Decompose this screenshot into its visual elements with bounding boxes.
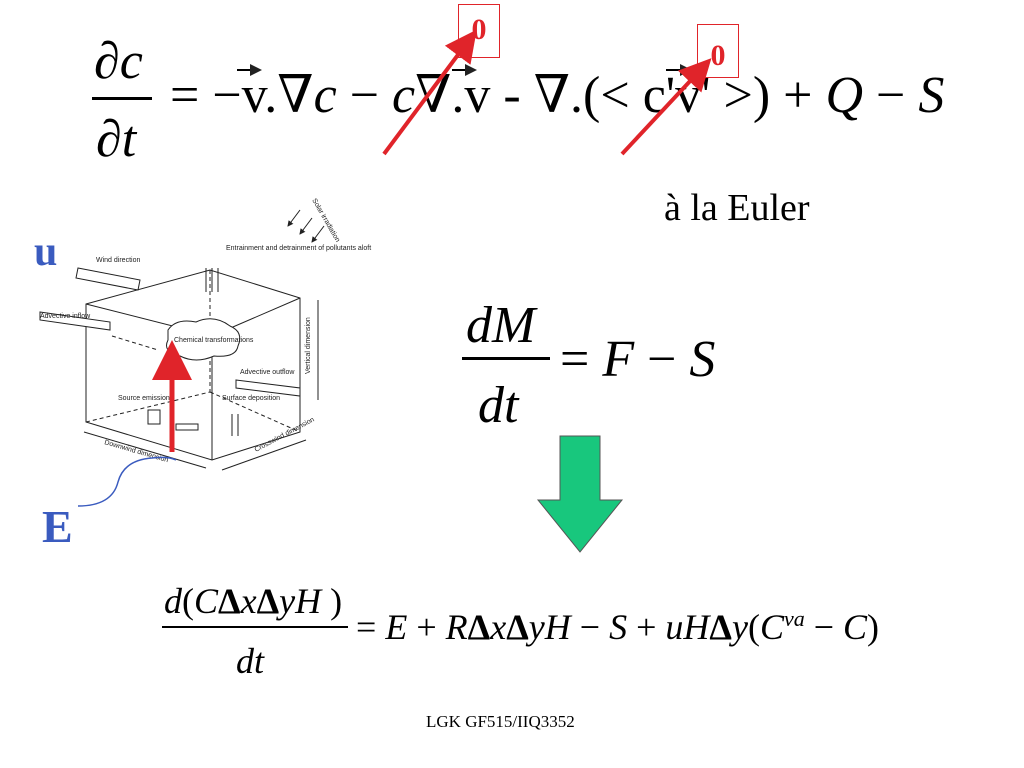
eq1-term-c1: c xyxy=(313,67,337,124)
eq3-dy2: Δ xyxy=(709,607,732,647)
eq1-term-v2: v xyxy=(464,67,491,124)
label-chemical: Chemical transformations xyxy=(174,337,254,344)
eq2-denominator: dt xyxy=(478,377,519,434)
eq2-minus: − xyxy=(634,331,690,388)
euler-label: à la Euler xyxy=(664,187,810,229)
eq3-sup-va: va xyxy=(783,606,805,631)
eq3-delta1: Δ xyxy=(218,581,241,621)
red-cancel-arrow-1 xyxy=(382,29,477,156)
label-solar: Solar irradiation xyxy=(310,198,341,244)
eq3-minus: − xyxy=(570,607,610,647)
blue-pointer-curve xyxy=(77,456,177,507)
label-entrainment: Entrainment and detrainment of pollutant… xyxy=(226,245,371,252)
eq2-numerator: dM xyxy=(466,297,536,354)
eq1-term-eq: = − xyxy=(170,67,242,124)
zero-mark-2: 0 xyxy=(697,24,739,78)
eq2-eq: = xyxy=(560,331,603,388)
eq1-term-c2: c xyxy=(392,67,416,124)
eq2-F: F xyxy=(602,331,635,388)
eq3-y: y xyxy=(279,581,296,621)
eq3-E: E xyxy=(385,607,408,647)
eq3-eq: = xyxy=(356,607,386,647)
label-advective-outflow: Advective outflow xyxy=(240,369,295,376)
eq1-lhs-denominator: ∂t xyxy=(96,111,137,168)
eq3-paren: ( xyxy=(747,607,760,647)
eq3-plus1: + xyxy=(407,607,446,647)
green-down-arrow xyxy=(536,435,624,553)
label-wind: Wind direction xyxy=(96,257,140,264)
label-vertical: Vertical dimension xyxy=(305,317,312,374)
eq3-close: ) xyxy=(321,581,343,621)
label-downwind: Downwind dimension xyxy=(103,439,169,464)
eq3-plus2: + xyxy=(627,607,666,647)
label-advective-inflow: Advective inflow xyxy=(40,313,91,320)
eq3-rdy: Δ xyxy=(506,607,529,647)
eq3-minusC: − xyxy=(804,607,844,647)
eq3-rx: x xyxy=(490,607,507,647)
eq3-C: C xyxy=(194,581,219,621)
eq3-y2: y xyxy=(731,607,748,647)
eq1-term-nabla: .∇ xyxy=(264,67,314,124)
eq1-term-Q: Q xyxy=(825,67,864,124)
eq1-term-flux: - ∇.(< c' xyxy=(490,67,676,124)
eq3-d: d xyxy=(164,581,182,621)
eq3-C2: C xyxy=(843,607,868,647)
eq3-R: R xyxy=(445,607,468,647)
eq3-S: S xyxy=(609,607,628,647)
eq3-denominator: dt xyxy=(236,641,265,681)
eq1-term-v1: v xyxy=(241,67,265,124)
eq1-term-minus2: − xyxy=(863,67,919,124)
eq3-uH: uH xyxy=(665,607,710,647)
eq2-S: S xyxy=(689,331,716,388)
eq1-term-minus: − xyxy=(336,67,393,124)
label-u: u xyxy=(34,229,58,275)
eq3-numerator: d(CΔxΔyH ) xyxy=(164,580,342,622)
eq1-rhs: = −v.∇c − c∇.v - ∇.(< c'v' >) + Q − S xyxy=(170,66,944,126)
eq3-yH: yH xyxy=(528,607,571,647)
eq3-rdx: Δ xyxy=(467,607,491,647)
eq3-open: ( xyxy=(182,581,194,621)
eq3-delta2: Δ xyxy=(256,581,280,621)
label-surface: Surface deposition xyxy=(222,395,280,402)
label-crosswind: Crosswind dimension xyxy=(254,416,316,453)
eq3-C1: C xyxy=(759,607,784,647)
eq3-H: H xyxy=(295,581,322,621)
eq1-fraction-line xyxy=(92,97,152,100)
eq3-fraction-line xyxy=(162,626,348,628)
footer-text: LGK GF515/IIQ3352 xyxy=(426,712,575,731)
label-source: Source emissions xyxy=(118,395,174,402)
eq3-x: x xyxy=(240,581,257,621)
eq2-rhs: = F − S xyxy=(560,330,715,389)
red-cancel-arrow-2 xyxy=(620,58,712,156)
label-E: E xyxy=(42,501,73,552)
eq3-rhs: = E + RΔxΔyH − S + uHΔy(Cva − C) xyxy=(356,606,879,648)
eq1-lhs-numerator: ∂c xyxy=(94,33,143,90)
eq1-term-S: S xyxy=(918,67,945,124)
eq3-closep: ) xyxy=(867,607,880,647)
eq2-fraction-line xyxy=(462,357,550,360)
